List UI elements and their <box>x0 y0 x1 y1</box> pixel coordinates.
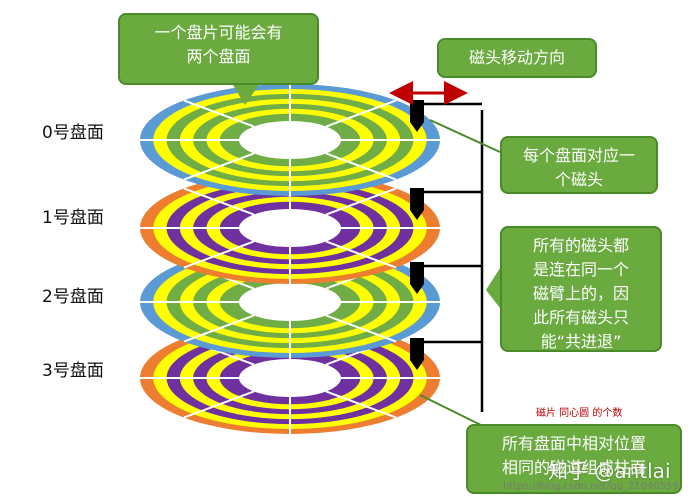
platter-1-hole <box>239 208 341 248</box>
head-0 <box>410 100 424 122</box>
head-tip-0 <box>410 122 424 132</box>
platter-0-sector-line <box>325 152 397 181</box>
callout-pointer-one-head <box>429 119 501 153</box>
platter-3-hole <box>239 358 341 398</box>
platter-3-label: 3号盘面 <box>42 361 104 381</box>
callout-head-direction: 磁头移动方向 <box>437 38 597 78</box>
callout-two-sides: 一个盘片可能会有 两个盘面 <box>118 13 319 85</box>
platter-1-label: 1号盘面 <box>42 208 104 228</box>
watermark: 知乎 @antlai <box>548 459 671 483</box>
platter-1-sector-line <box>183 187 255 216</box>
platter-2-sector-line <box>183 314 255 343</box>
platter-1-sector-line <box>183 240 255 269</box>
platter-0-sector-line <box>325 99 397 128</box>
platter-0-label: 0号盘面 <box>42 123 104 143</box>
callout-pointer-two-sides <box>230 80 262 105</box>
watermark-url: https://blog.csdn.net/qq_21040559 <box>503 481 679 492</box>
platter-0-hole <box>239 120 341 160</box>
platter-1-sector-line <box>325 187 397 216</box>
platter-3 <box>140 322 440 434</box>
callout-same-arm: 所有的磁头都 是连在同一个 磁臂上的，因 此所有磁头只 能“共进退” <box>500 226 662 352</box>
platter-0-sector-line <box>183 99 255 128</box>
head-3 <box>410 338 424 360</box>
callout-cylinder: 所有盘面中相对位置 相同的磁道组成柱面 <box>466 424 682 494</box>
platter-2-label: 2号盘面 <box>42 287 104 307</box>
callout-pointer-same-arm <box>486 268 500 308</box>
head-tip-2 <box>410 284 424 294</box>
platter-1 <box>140 172 440 284</box>
platter-3-sector-line <box>325 390 397 419</box>
head-tip-3 <box>410 360 424 370</box>
platter-3-sector-line <box>183 390 255 419</box>
platter-2-sector-line <box>325 314 397 343</box>
platter-1-sector-line <box>325 240 397 269</box>
head-1 <box>410 188 424 210</box>
platter-0 <box>140 84 440 196</box>
head-tip-1 <box>410 210 424 220</box>
platter-0-sector-line <box>183 152 255 181</box>
red-note: 磁片 同心圆 的个数 <box>536 408 623 419</box>
platter-2-hole <box>239 282 341 322</box>
head-2 <box>410 262 424 284</box>
callout-one-head-per-surface: 每个盘面对应一 个磁头 <box>500 136 658 194</box>
